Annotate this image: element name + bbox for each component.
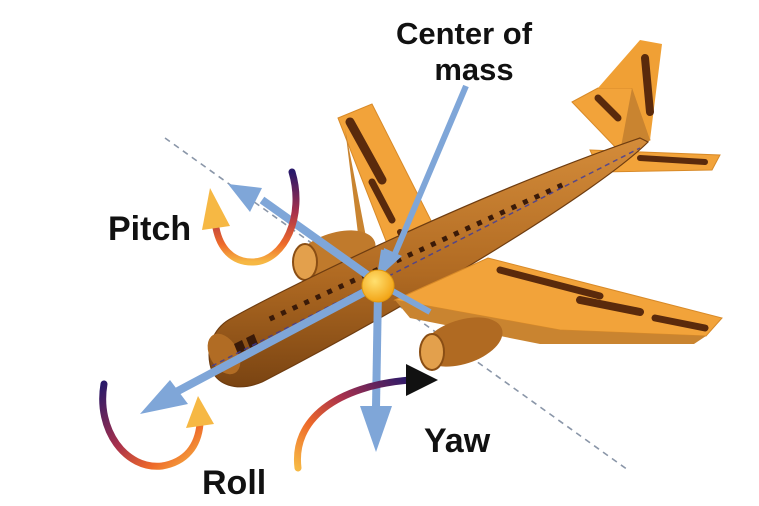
center-of-mass-label-line1: Center of bbox=[396, 16, 533, 51]
center-of-mass-label-line2: mass bbox=[434, 52, 513, 87]
window bbox=[499, 209, 506, 216]
tail-fin bbox=[571, 40, 662, 153]
window bbox=[291, 304, 299, 311]
lateral-axis-dashed-line bbox=[164, 137, 629, 471]
fuselage bbox=[207, 137, 650, 388]
window bbox=[337, 282, 345, 290]
pitch-axis-arrow bbox=[228, 184, 383, 288]
pitch-label: Pitch bbox=[108, 210, 191, 248]
window bbox=[476, 219, 483, 227]
pitch-rotation-arrow bbox=[202, 168, 300, 266]
window bbox=[464, 224, 472, 232]
yaw-rotation-arrow bbox=[293, 364, 438, 472]
window bbox=[418, 246, 426, 253]
window bbox=[533, 193, 541, 200]
window bbox=[268, 314, 276, 322]
yaw-label: Yaw bbox=[424, 422, 491, 460]
roll-label: Roll bbox=[202, 464, 266, 502]
window bbox=[441, 235, 449, 243]
window bbox=[406, 251, 414, 258]
center-of-mass-dot bbox=[361, 269, 395, 303]
longitudinal-axis-dashed-line bbox=[211, 147, 641, 367]
window bbox=[556, 182, 564, 190]
window bbox=[522, 198, 529, 206]
window bbox=[326, 288, 333, 295]
window bbox=[487, 214, 495, 222]
center-of-mass-pointer bbox=[380, 84, 469, 276]
window bbox=[429, 240, 437, 248]
window bbox=[280, 309, 287, 317]
window bbox=[452, 230, 460, 237]
window bbox=[510, 203, 518, 211]
window bbox=[314, 293, 322, 301]
window bbox=[303, 298, 310, 306]
window bbox=[349, 277, 356, 285]
cockpit-windows bbox=[234, 334, 258, 354]
roll-rotation-arrow bbox=[99, 380, 214, 470]
roll-axis-arrow bbox=[140, 284, 374, 414]
lower-engine bbox=[419, 317, 503, 371]
lower-wing bbox=[393, 257, 723, 344]
